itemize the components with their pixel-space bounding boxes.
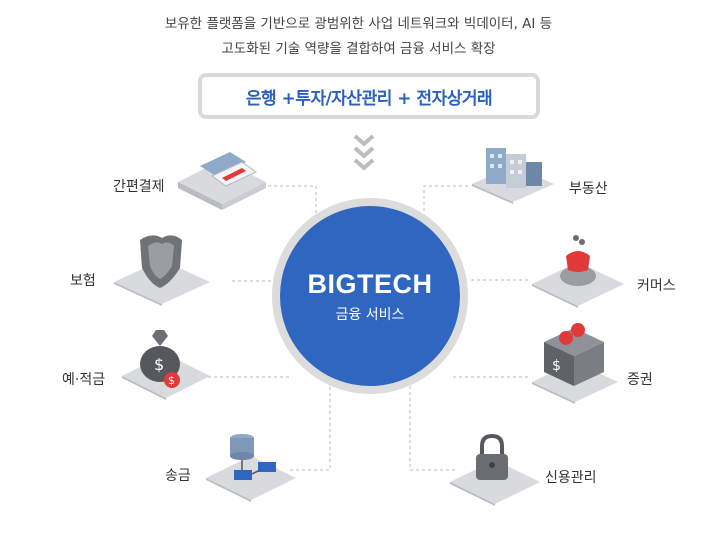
card-payment-icon [178, 152, 266, 210]
svg-text:$: $ [154, 355, 164, 374]
hub-title: BIGTECH [307, 268, 433, 299]
stock-exchange-icon: $ [532, 323, 618, 404]
server-transfer-icon [206, 434, 296, 502]
service-label: 부동산 [569, 181, 608, 197]
service-banner: 은행 +투자/자산관리 + 전자상거래 [198, 73, 540, 119]
service-label: 간편결제 [113, 179, 165, 195]
hub-subtitle: 금융 서비스 [335, 306, 405, 323]
svg-text:$: $ [552, 358, 561, 374]
service-label: 커머스 [637, 278, 676, 294]
hub-center: BIGTECH 금융 서비스 [280, 206, 460, 386]
service-label: 송금 [165, 468, 191, 484]
buildings-icon [472, 148, 554, 204]
service-label: 예·적금 [62, 372, 106, 388]
service-label: 신용관리 [545, 470, 597, 486]
service-label: 보험 [70, 273, 96, 289]
shield-icon [114, 235, 210, 306]
intro-line-1: 보유한 플랫폼을 기반으로 광범위한 사업 네트워크와 빅데이터, AI 등 [164, 16, 553, 32]
intro-line-2: 고도화된 기술 역량을 결합하여 금융 서비스 확장 [221, 41, 496, 57]
money-bag-icon: $ $ [122, 330, 210, 400]
padlock-icon [450, 433, 540, 506]
chevron-down-icon [353, 134, 375, 171]
service-label: 증권 [627, 372, 653, 388]
svg-text:$: $ [168, 374, 175, 387]
shopping-icon [532, 235, 624, 308]
